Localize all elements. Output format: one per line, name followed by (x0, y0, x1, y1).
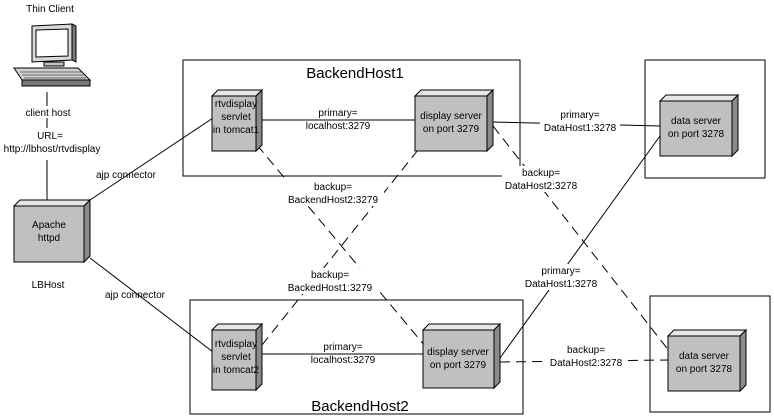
backup-b2-label-line1: backup= (314, 182, 352, 193)
b1-primary-label-line2: localhost:3279 (306, 121, 371, 132)
datahost2-frame (649, 295, 771, 413)
backendhost2-display-server-node (421, 322, 502, 390)
apache-httpd-node (12, 198, 92, 264)
datahost1-frame (644, 59, 766, 179)
b2-display-line2: on port 3279 (430, 360, 487, 371)
backendhost2-servlet-node (210, 322, 264, 392)
b1-primary-label-line1: primary= (318, 108, 357, 119)
b1-servlet-line2: servlet (221, 112, 251, 123)
url-value: http://lbhost/rtvdisplay (4, 144, 101, 155)
datahost1-data-server-node (658, 93, 740, 158)
backup-b2-label-line2: BackendHost2:3279 (288, 195, 379, 206)
b1-servlet-backup-b2-line (256, 144, 426, 347)
backup-d2-top-label-line1: backup= (522, 168, 560, 179)
b2-servlet-line2: servlet (221, 352, 251, 363)
b2-servlet-line3: in tomcat2 (213, 365, 260, 376)
b2-servlet-backup-b1-line (261, 149, 419, 346)
backendhost1-title: BackendHost1 (306, 65, 404, 82)
datahost1-server-line2: on port 3278 (668, 129, 725, 140)
datahost2-data-server-node (666, 328, 748, 393)
b2-primary-label-line1: primary= (323, 342, 362, 353)
backup-d2-bottom-label-line2: DataHost2:3278 (550, 358, 623, 369)
ajp-connector-2-line (89, 257, 214, 353)
backendhost1-display-server-node (413, 88, 495, 153)
lbhost-label: LBHost (32, 280, 65, 291)
datahost1-server-line1: data server (671, 116, 722, 127)
backup-d2-bottom-label-line1: backup= (567, 345, 605, 356)
datahost2-server-line1: data server (679, 351, 730, 362)
primary-d1-bottom-label-line1: primary= (541, 266, 580, 277)
b2-servlet-line1: rtvdisplay (215, 339, 257, 350)
backendhost2-frame (189, 299, 524, 415)
b1-servlet-line3: in tomcat1 (213, 125, 260, 136)
b2-display-line1: display server (427, 347, 489, 358)
primary-d1-bottom-label-line2: DataHost1:3278 (525, 279, 598, 290)
thin-client-computer-icon (13, 23, 92, 87)
thin-client-title: Thin Client (26, 4, 74, 15)
backendhost1-frame (182, 59, 521, 177)
b1-servlet-line1: rtvdisplay (215, 99, 257, 110)
primary-d1-top-label-line1: primary= (560, 110, 599, 121)
b1-display-line1: display server (420, 111, 482, 122)
ajp-connector-1-label: ajp connector (96, 170, 157, 181)
backendhost2-title: BackendHost2 (311, 398, 409, 415)
primary-d1-top-label-line2: DataHost1:3278 (544, 123, 617, 134)
backup-b1-label-line1: backup= (311, 270, 349, 281)
backup-d2-top-label-line2: DataHost2:3278 (505, 181, 578, 192)
datahost2-server-line2: on port 3278 (676, 364, 733, 375)
b1-display-line2: on port 3279 (423, 124, 480, 135)
client-host-label: client host (25, 108, 70, 119)
url-label: URL= (37, 131, 63, 142)
b2-primary-datahost1-line (499, 135, 661, 359)
backup-b1-label-line2: BackedHost1:3279 (288, 283, 373, 294)
apache-httpd-line2: httpd (38, 233, 60, 244)
b2-primary-label-line2: localhost:3279 (311, 355, 376, 366)
ajp-connector-1-line (89, 117, 214, 201)
backendhost1-servlet-node (210, 88, 264, 153)
apache-httpd-line1: Apache (32, 220, 66, 231)
ajp-connector-2-label: ajp connector (105, 290, 166, 301)
